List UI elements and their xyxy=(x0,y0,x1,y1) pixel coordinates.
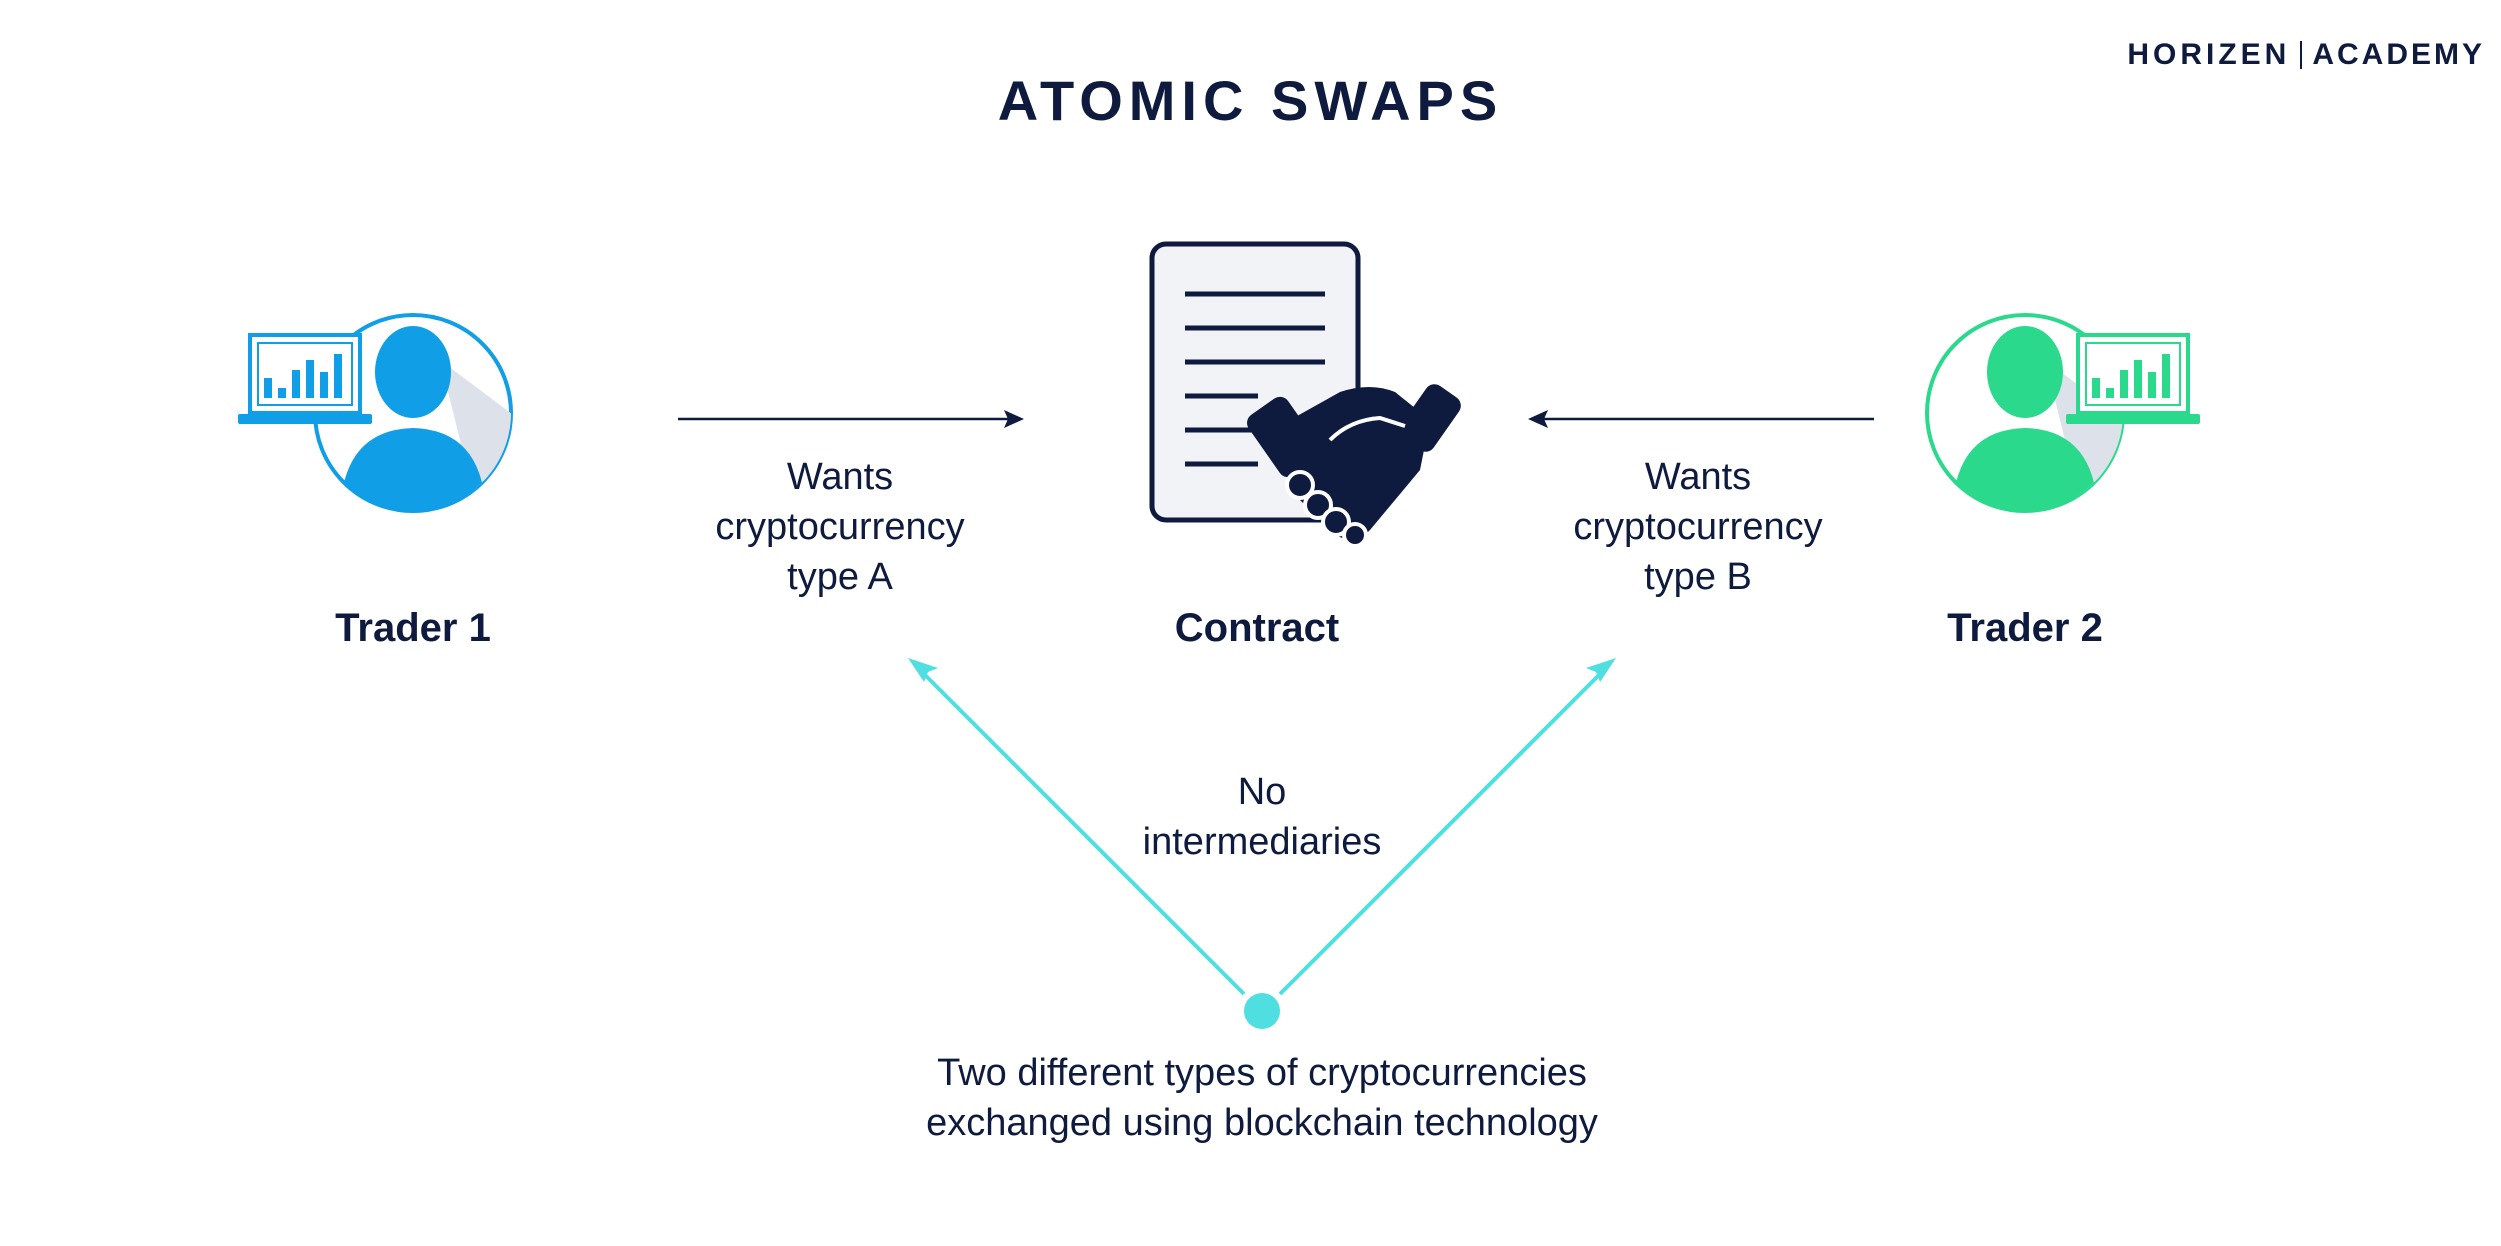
arrow-trader1-to-contract xyxy=(678,410,1024,428)
wants-b-line1: Wants xyxy=(1644,456,1752,498)
trader-2-laptop-icon xyxy=(2066,333,2200,424)
wants-a-line3: type A xyxy=(787,556,893,598)
logo-brand: HORIZEN xyxy=(2127,38,2291,71)
no-intermediaries-line2: intermediaries xyxy=(1142,821,1382,863)
arrow-no-intermediaries-right xyxy=(1278,658,1616,996)
footer-caption: Two different types of cryptocurrencies … xyxy=(762,1048,1762,1148)
logo-sub: ACADEMY xyxy=(2312,38,2485,71)
no-intermediaries-text: No intermediaries xyxy=(1062,767,1462,867)
footer-line2: exchanged using blockchain technology xyxy=(926,1102,1598,1144)
wants-a-line1: Wants xyxy=(786,456,894,498)
trader-1-laptop-icon xyxy=(238,333,372,424)
origin-dot xyxy=(1244,993,1280,1029)
no-intermediaries-line1: No xyxy=(1237,771,1287,813)
trader-1-icon xyxy=(238,313,513,513)
wants-type-a-text: Wants cryptocurrency type A xyxy=(640,452,1040,602)
trader-1-label: Trader 1 xyxy=(335,606,491,650)
footer-line1: Two different types of cryptocurrencies xyxy=(937,1052,1587,1094)
contract-label: Contract xyxy=(1174,606,1340,650)
wants-type-b-text: Wants cryptocurrency type B xyxy=(1498,452,1898,602)
handshake-icon xyxy=(1247,384,1461,548)
arrow-no-intermediaries-left xyxy=(908,658,1246,996)
wants-b-line2: cryptocurrency xyxy=(1573,506,1823,548)
trader-2-label: Trader 2 xyxy=(1947,606,2103,650)
wants-a-line2: cryptocurrency xyxy=(715,506,965,548)
logo-divider xyxy=(2300,41,2303,69)
page-title: ATOMIC SWAPS xyxy=(997,69,1504,132)
wants-b-line3: type B xyxy=(1644,556,1752,598)
arrow-trader2-to-contract xyxy=(1528,410,1874,428)
trader-2-icon xyxy=(1925,313,2200,513)
horizen-academy-logo: HORIZEN ACADEMY xyxy=(2127,38,2485,72)
